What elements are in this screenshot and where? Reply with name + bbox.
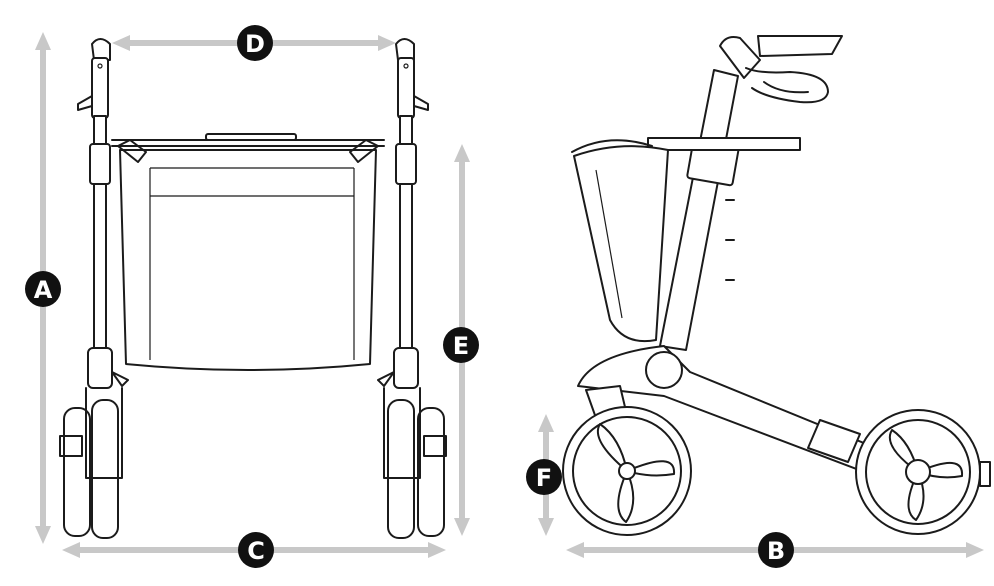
- left-handle-tube: [91, 57, 109, 119]
- side-handle-top: [719, 36, 761, 79]
- right-handle-grip: [395, 38, 415, 61]
- side-brake-loop: [745, 67, 829, 104]
- dimension-marker-d: D: [237, 25, 273, 61]
- left-lower-joint: [87, 347, 113, 389]
- right-outer-wheel: [417, 407, 445, 537]
- right-handle-tube: [397, 57, 415, 119]
- seat-strap: [205, 133, 297, 141]
- side-basket: [573, 145, 669, 342]
- left-brake-lever: [77, 95, 93, 111]
- side-view-rollator: [562, 35, 991, 536]
- side-handle-grip: [757, 35, 843, 57]
- dimension-marker-f: F: [526, 459, 562, 495]
- dimension-label-d: D: [245, 30, 265, 58]
- side-frame-sleeve: [807, 419, 861, 463]
- side-backrest-bar: [647, 137, 801, 151]
- side-main-tube: [659, 69, 739, 351]
- front-bag: [119, 149, 377, 371]
- dimension-label-b: B: [767, 537, 785, 565]
- dimension-marker-e: E: [443, 327, 479, 363]
- dimension-label-f: F: [536, 464, 552, 492]
- left-outer-wheel: [63, 407, 91, 537]
- right-brake-lever: [413, 95, 429, 111]
- dimension-marker-c: C: [238, 532, 274, 568]
- right-inner-wheel: [387, 399, 415, 539]
- side-main-joint: [645, 351, 683, 389]
- dimension-label-c: C: [247, 537, 265, 565]
- side-rear-hub: [905, 459, 931, 485]
- dimension-marker-b: B: [758, 532, 794, 568]
- left-handle-grip: [91, 38, 111, 61]
- dimension-label-a: A: [34, 276, 53, 304]
- right-lower-joint: [393, 347, 419, 389]
- front-view-rollator: [59, 38, 447, 539]
- left-inner-wheel: [91, 399, 119, 539]
- dimension-label-e: E: [453, 332, 469, 360]
- side-rear-brake-pad: [979, 461, 991, 487]
- dimension-marker-a: A: [25, 271, 61, 307]
- side-front-hub: [618, 462, 636, 480]
